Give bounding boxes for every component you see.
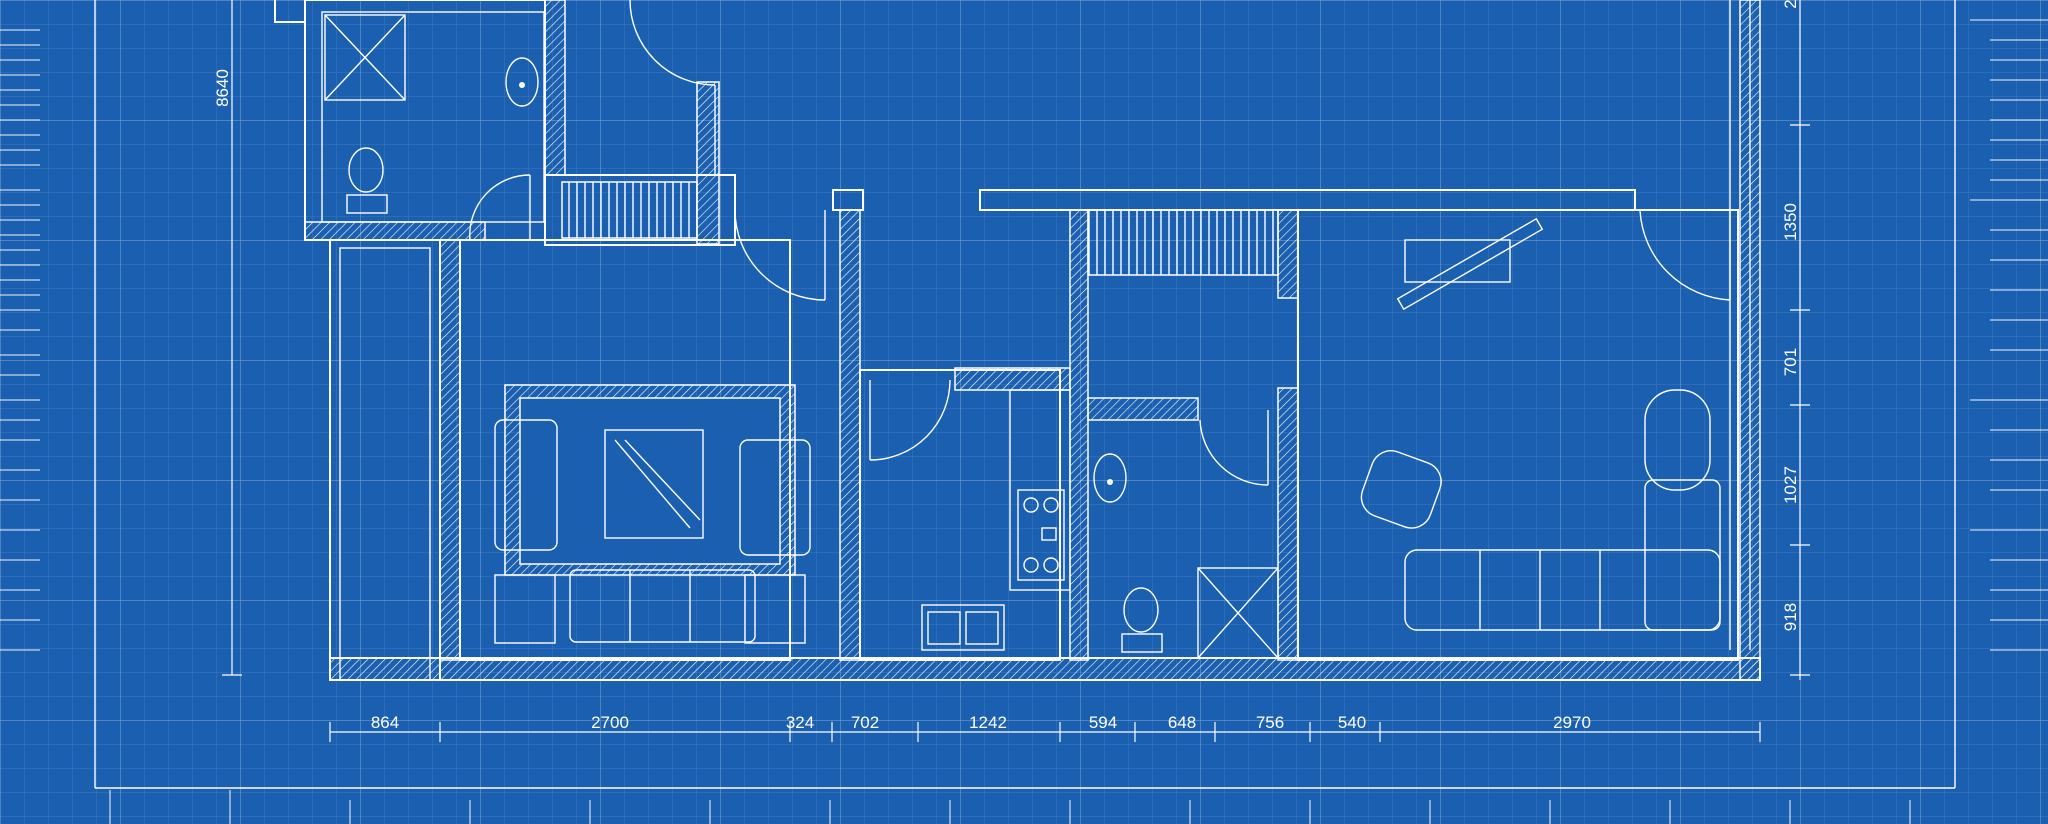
dim-8640: 8640 <box>213 69 232 107</box>
dim-1350: 1350 <box>1781 203 1800 241</box>
drawing-frame <box>94 0 1956 789</box>
living-room-furniture <box>494 384 811 644</box>
dim-top-partial: 2 <box>1781 0 1800 9</box>
dim-648: 648 <box>1168 713 1196 732</box>
kitchen-fixtures <box>921 489 1065 651</box>
dim-701: 701 <box>1781 348 1800 376</box>
dimension-lines <box>222 0 1810 742</box>
dim-1242: 1242 <box>969 713 1007 732</box>
left-ruler <box>0 29 40 651</box>
dimension-labels: 864 2700 324 702 1242 594 648 756 540 29… <box>213 0 1800 732</box>
dim-2700: 2700 <box>591 713 629 732</box>
doors <box>469 0 1731 486</box>
dim-702: 702 <box>851 713 879 732</box>
bath-fixtures <box>324 14 1279 659</box>
right-ruler <box>1970 19 2048 651</box>
bedroom-furniture <box>1360 217 1721 631</box>
dim-594: 594 <box>1089 713 1117 732</box>
dim-2970: 2970 <box>1553 713 1591 732</box>
walls <box>274 0 1761 681</box>
dim-1027: 1027 <box>1781 466 1800 504</box>
dim-540: 540 <box>1338 713 1366 732</box>
dim-756: 756 <box>1256 713 1284 732</box>
dim-324: 324 <box>786 713 814 732</box>
bottom-ruler <box>109 790 1911 824</box>
dim-864: 864 <box>371 713 399 732</box>
dim-918: 918 <box>1781 603 1800 631</box>
